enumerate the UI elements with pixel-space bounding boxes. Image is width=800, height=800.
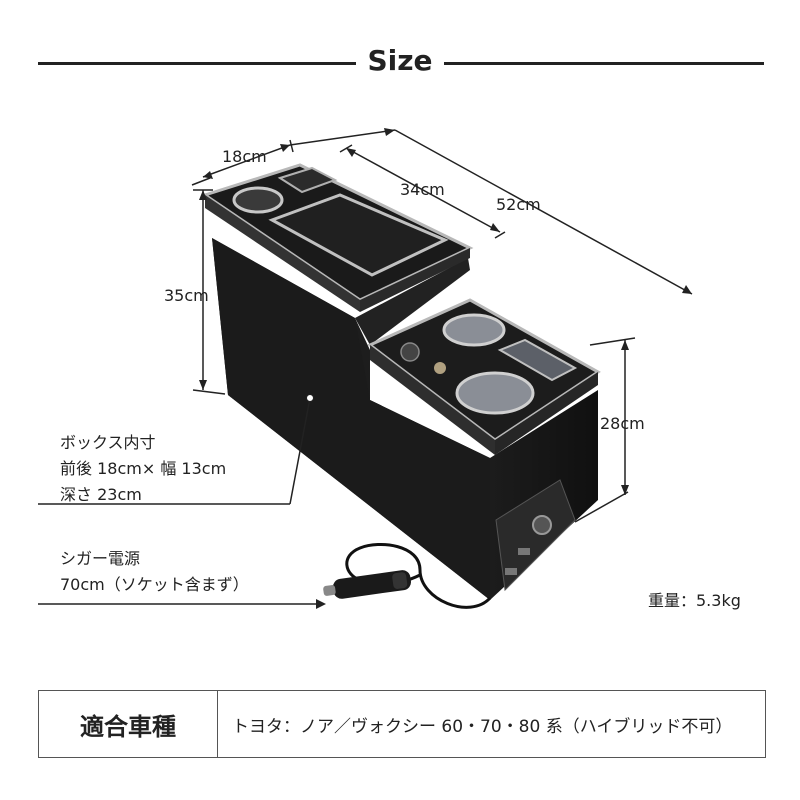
page-title: Size [367,44,433,77]
indicator-button [434,362,446,374]
box-inner-title: ボックス内寸 [60,433,156,452]
usb-port-1 [518,548,530,555]
front-cup-holder-rear [442,313,506,347]
body-lower-side [212,238,490,600]
rear-block-front-face [355,258,470,345]
title-rule-left [38,62,356,65]
dim-inner-length-label: 34cm [400,180,445,199]
compatibility-value: トヨタ：ノア／ヴォクシー 60・70・80 系（ハイブリッド不可） [232,716,733,737]
rear-small-tray [277,166,338,194]
power-note: シガー電源 70cm（ソケット含まず） [60,546,249,598]
rear-storage-lid [268,193,449,277]
dim-width-label: 18cm [222,147,267,166]
front-cup-holder-front [455,371,535,415]
compatibility-label: 適合車種 [39,691,218,757]
box-inner-depth: 深さ 23cm [60,485,142,504]
cigar-plug [323,570,411,599]
dimension-arrows [199,128,692,609]
box-inner-size: 前後 18cm× 幅 13cm [60,459,227,478]
socket-knob [532,515,552,535]
leader-dot [306,394,314,402]
power-cable [345,543,492,609]
power-title: シガー電源 [60,549,141,568]
rear-lid-edge [205,195,360,312]
dim-total-length-label: 52cm [496,195,541,214]
front-small-tray [497,338,578,382]
weight-label: 重量：5.3kg [648,591,741,610]
title-rule-right [444,62,764,65]
power-switch [400,342,420,362]
box-inner-note: ボックス内寸 前後 18cm× 幅 13cm 深さ 23cm [60,430,226,508]
dimension-lines [38,129,693,605]
dim-height-front-label: 28cm [600,414,645,433]
usb-port-panel [495,479,576,592]
usb-port-2 [505,568,517,575]
power-length: 70cm（ソケット含まず） [60,575,249,594]
compatibility-table: 適合車種 トヨタ：ノア／ヴォクシー 60・70・80 系（ハイブリッド不可） [38,690,766,758]
rear-cup-holder [232,186,284,214]
dim-height-rear-label: 35cm [164,286,209,305]
